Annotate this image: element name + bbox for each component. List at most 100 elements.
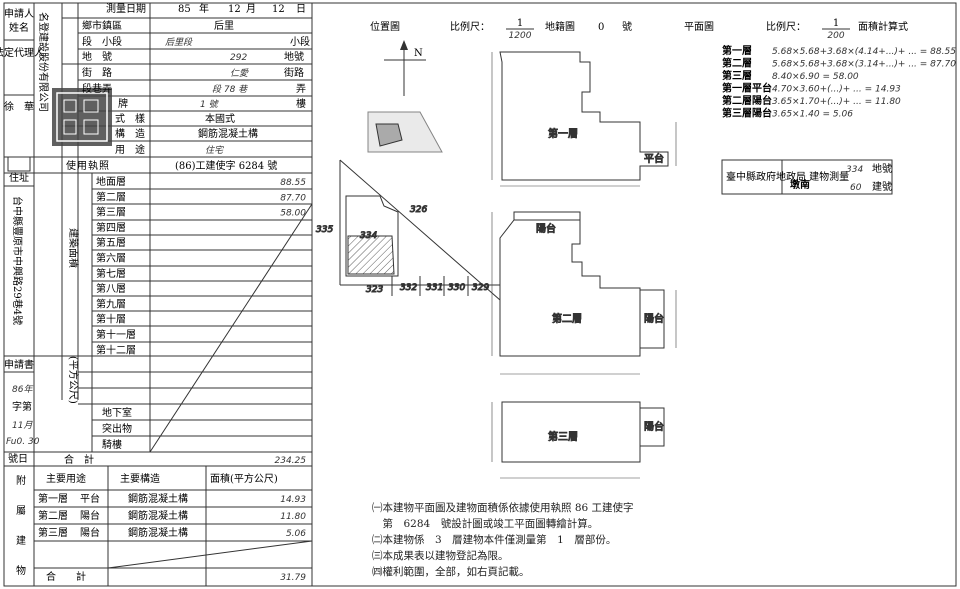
- calc-label: 面積計算式: [858, 20, 908, 33]
- stamp-sub-suffix: 建號: [872, 180, 892, 193]
- calc-line-text: 4.70×3.60+(...)+ ... = 14.93: [772, 85, 901, 95]
- annex-area: 5.06: [286, 529, 306, 539]
- annex-floor: 第一層: [38, 492, 68, 505]
- loc-row-5-label: 牌: [118, 97, 128, 110]
- area-labels: 建築面積 (平方公尺) 地下室 突出物 騎樓 合 計 234.25 申請書 86…: [4, 228, 306, 466]
- loc-row-2-value: 292: [230, 53, 247, 63]
- calc-line-label: 第一層: [722, 44, 752, 57]
- floor-label: 第七層: [96, 267, 126, 280]
- applicant-label: 申請人: [4, 7, 34, 20]
- annex-structure: 鋼筋混凝土構: [128, 526, 188, 539]
- floor-label: 第三層: [96, 206, 126, 219]
- calc-line-label: 第二層陽台: [722, 94, 772, 107]
- calc-line-label: 第二層: [722, 57, 752, 70]
- lot-number-2: 334: [360, 231, 377, 241]
- floor3-balcony-label: 陽台: [644, 420, 664, 433]
- loc-row-6-label: 式 樣: [115, 112, 145, 125]
- floor2-top-balcony-label: 陽台: [536, 222, 556, 235]
- scale-label: 比例尺：: [450, 20, 490, 33]
- annex-area: 14.93: [280, 495, 306, 505]
- annex-header-structure: 主要構造: [120, 472, 160, 485]
- application-no-label: 號日: [8, 452, 28, 465]
- floor-label: 第四層: [96, 221, 126, 234]
- loc-row-4-value: 段 78 巷: [212, 84, 248, 95]
- company-name: 名登建設股份有限公司: [37, 12, 50, 112]
- lot-number-1: 335: [316, 225, 333, 235]
- extra-1: 突出物: [102, 422, 132, 435]
- floor-area-value: 58.00: [280, 209, 306, 219]
- note-5: ㈣權利範圍，全部，如右頁記載。: [372, 566, 530, 578]
- scale-den: 1200: [509, 31, 532, 41]
- lot-number-6: 330: [448, 283, 465, 293]
- application-month: 11月: [12, 420, 33, 431]
- calc-line-text: 3.65×1.40 = 5.06: [772, 110, 853, 120]
- location-rows: 鄉市鎮區 后里 段 小段 后里段 小段 地 號 292 地號 街 路 仁愛 街路…: [66, 19, 310, 172]
- stamp-lot-suffix: 地號: [872, 162, 892, 175]
- no-label: 號: [622, 20, 632, 33]
- area-total-value: 234.25: [275, 456, 307, 466]
- floor-label: 第十一層: [96, 328, 136, 341]
- loc-row-1-suffix: 小段: [290, 35, 310, 48]
- calc-line-label: 第三層陽台: [722, 107, 772, 120]
- area-group-label: 建築面積: [67, 228, 80, 268]
- loc-row-7-value: 鋼筋混凝土構: [198, 127, 258, 140]
- floor-plan-3: 第三層 陽台: [491, 401, 665, 479]
- outer-border: [3, 2, 957, 587]
- loc-row-0-label: 鄉市鎮區: [82, 19, 122, 32]
- note-3: ㈡本建物係 3 層建物本件僅測量第 1 層部份。: [372, 534, 617, 546]
- plan-scale-label: 比例尺：: [766, 20, 806, 33]
- company-seal: [52, 88, 112, 146]
- floor2-label: 第二層: [552, 312, 582, 325]
- lot-label: 地籍圖: [545, 20, 575, 33]
- floor-plan-2: 陽台 第二層 陽台: [491, 211, 677, 375]
- floor-label: 第十層: [96, 313, 126, 326]
- calc-line-label: 第三層: [722, 69, 752, 82]
- survey-date-year-unit: 年: [199, 2, 209, 15]
- loc-row-4-label: 段巷弄: [82, 82, 112, 95]
- annex-side-0: 附: [16, 474, 26, 487]
- floor-label: 第二層: [96, 190, 126, 203]
- area-unit-label: (平方公尺): [67, 356, 80, 404]
- stamp-main: 墩南: [790, 178, 810, 191]
- calc-line-text: 8.40×6.90 = 58.00: [772, 72, 859, 82]
- loc-row-8-label: 用 途: [115, 143, 145, 156]
- stamp-lot: 334: [846, 165, 863, 175]
- loc-row-3-label: 街 路: [82, 66, 112, 79]
- survey-date-label: 測量日期: [106, 2, 146, 15]
- lot-number-0: 326: [410, 205, 427, 215]
- location-map-label: 位置圖: [370, 20, 400, 33]
- floor-label: 第九層: [96, 297, 126, 310]
- annex-use: 平台: [80, 492, 100, 505]
- loc-row-7-label: 構 造: [115, 127, 145, 140]
- survey-date-day: 12: [272, 4, 285, 15]
- north-label: N: [414, 48, 423, 59]
- annex-floor: 第二層: [38, 509, 68, 522]
- annex-side-1: 屬: [16, 505, 26, 517]
- lot-number-7: 329: [472, 283, 489, 293]
- annex-side-2: 建: [16, 534, 26, 547]
- note-4: ㈢本成果表以建物登記為限。: [372, 550, 509, 562]
- floor-label: 第五層: [96, 236, 126, 249]
- north-arrow-icon: N: [384, 40, 426, 96]
- floor-label: 地面層: [96, 175, 126, 188]
- annex-total-value: 31.79: [280, 573, 306, 583]
- loc-row-4-suffix: 弄: [296, 83, 306, 95]
- address-label: 住址: [9, 171, 29, 184]
- floor2-balcony-label: 陽台: [644, 312, 664, 325]
- permit-value: (86)工建使字 6284 號: [175, 159, 277, 172]
- floor-area-value: 88.55: [280, 178, 306, 188]
- scale-num: 1: [517, 18, 523, 29]
- floor3-label: 第三層: [548, 430, 578, 443]
- loc-row-1-value: 后里段: [165, 37, 193, 48]
- loc-row-5-suffix: 樓: [296, 97, 306, 110]
- floor1-label: 第一層: [548, 127, 578, 140]
- note-2: 第 6284 號設計圖或竣工平面圖轉繪計算。: [372, 518, 599, 530]
- annex-area: 11.80: [280, 512, 306, 522]
- location-map: 326 335 334 323 332 331 330 329: [316, 111, 501, 301]
- calc-line-text: 3.65×1.70+(...)+ ... = 11.80: [772, 97, 901, 107]
- annex-total-label: 合 計: [46, 570, 86, 583]
- stamp-sub: 60: [850, 183, 862, 193]
